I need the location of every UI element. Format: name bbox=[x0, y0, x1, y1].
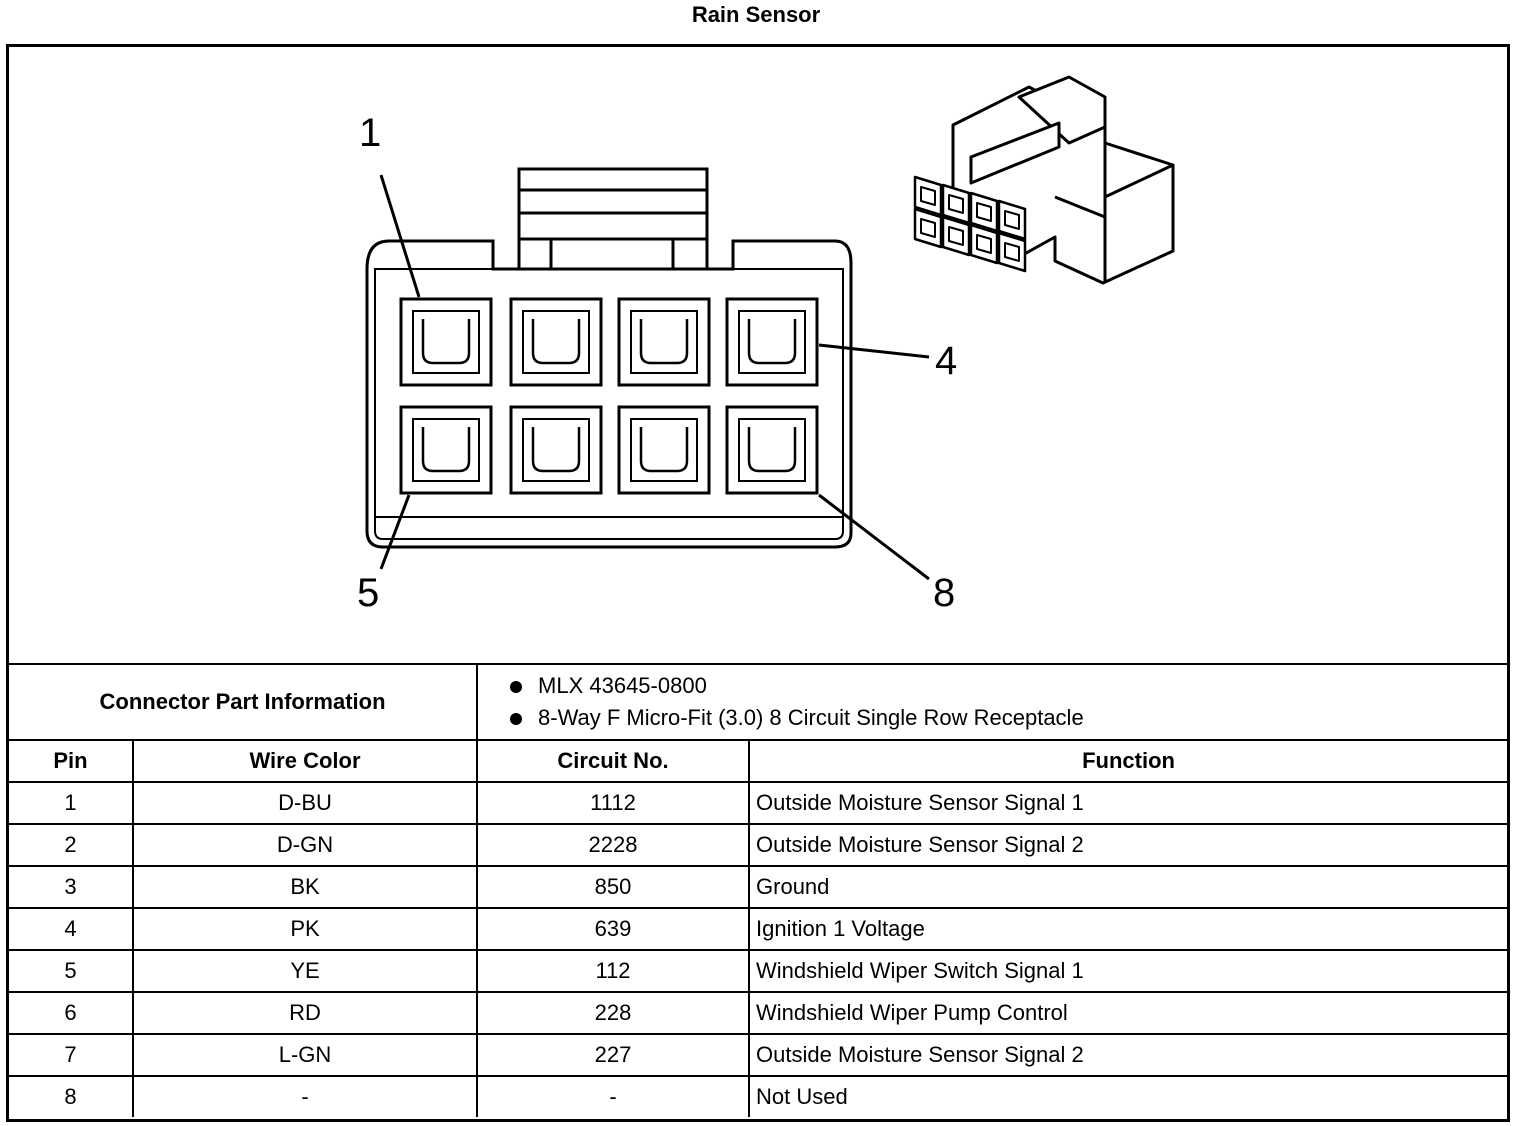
wire-color-cell: D-BU bbox=[131, 781, 479, 825]
pin-cell: 5 bbox=[9, 949, 134, 993]
connector-info-label: Connector Part Information bbox=[9, 663, 479, 741]
function-cell: Outside Moisture Sensor Signal 1 bbox=[748, 781, 1508, 825]
table-row: 8--Not Used bbox=[9, 1075, 1508, 1117]
function-cell: Not Used bbox=[748, 1075, 1508, 1117]
pin-cell: 7 bbox=[9, 1033, 134, 1077]
circuit-cell: 1112 bbox=[476, 781, 751, 825]
connector-frame: 1 4 5 8 Connector Part Information MLX 4… bbox=[6, 44, 1510, 1122]
table-header-row: Pin Wire Color Circuit No. Function bbox=[9, 739, 1508, 783]
circuit-cell: 112 bbox=[476, 949, 751, 993]
pin-cavity-7 bbox=[617, 405, 711, 495]
function-cell: Outside Moisture Sensor Signal 2 bbox=[748, 1033, 1508, 1077]
header-function: Function bbox=[748, 739, 1508, 783]
pin-cavity-3 bbox=[617, 297, 711, 387]
pin-label-8: 8 bbox=[933, 571, 956, 615]
connector-part-number: MLX 43645-0800 bbox=[504, 670, 1501, 702]
circuit-cell: 228 bbox=[476, 991, 751, 1035]
pin-cavity-2 bbox=[509, 297, 603, 387]
connector-latch bbox=[517, 167, 709, 271]
page-title: Rain Sensor bbox=[691, 2, 821, 27]
pin-cavity-6 bbox=[509, 405, 603, 495]
pin-cavities bbox=[399, 297, 819, 495]
pin-cell: 2 bbox=[9, 823, 134, 867]
wire-color-cell: D-GN bbox=[131, 823, 479, 867]
pin-cavity-1 bbox=[399, 297, 493, 387]
circuit-cell: 227 bbox=[476, 1033, 751, 1077]
wire-color-cell: YE bbox=[131, 949, 479, 993]
circuit-cell: 850 bbox=[476, 865, 751, 909]
function-cell: Windshield Wiper Switch Signal 1 bbox=[748, 949, 1508, 993]
wire-color-cell: PK bbox=[131, 907, 479, 951]
pin-label-4: 4 bbox=[935, 339, 958, 383]
pin-cavity-5 bbox=[399, 405, 493, 495]
wire-color-cell: - bbox=[131, 1075, 479, 1117]
connector-info-items: MLX 43645-0800 8-Way F Micro-Fit (3.0) 8… bbox=[476, 663, 1508, 741]
pin-cell: 6 bbox=[9, 991, 134, 1035]
wire-color-cell: BK bbox=[131, 865, 479, 909]
wire-color-cell: RD bbox=[131, 991, 479, 1035]
wire-color-cell: L-GN bbox=[131, 1033, 479, 1077]
pin-cavity-4 bbox=[725, 297, 819, 387]
connector-diagram: 1 4 5 8 bbox=[9, 47, 1507, 663]
header-circuit-no: Circuit No. bbox=[476, 739, 751, 783]
function-cell: Outside Moisture Sensor Signal 2 bbox=[748, 823, 1508, 867]
function-cell: Ignition 1 Voltage bbox=[748, 907, 1508, 951]
circuit-cell: - bbox=[476, 1075, 751, 1117]
pin-label-1: 1 bbox=[359, 111, 382, 155]
pin-cell: 8 bbox=[9, 1075, 134, 1117]
pin-cavity-8 bbox=[725, 405, 819, 495]
pin-table: Connector Part Information MLX 43645-080… bbox=[9, 663, 1508, 1117]
function-cell: Windshield Wiper Pump Control bbox=[748, 991, 1508, 1035]
connector-3d-view bbox=[913, 75, 1175, 285]
pin-cell: 1 bbox=[9, 781, 134, 825]
connector-face-drawing bbox=[365, 75, 1175, 581]
connector-housing bbox=[365, 239, 853, 549]
circuit-cell: 639 bbox=[476, 907, 751, 951]
pin-leader-lines bbox=[379, 174, 930, 581]
header-wire-color: Wire Color bbox=[131, 739, 479, 783]
pin-label-5: 5 bbox=[357, 571, 380, 615]
connector-info-row: Connector Part Information MLX 43645-080… bbox=[9, 663, 1508, 741]
circuit-cell: 2228 bbox=[476, 823, 751, 867]
pin-cell: 4 bbox=[9, 907, 134, 951]
header-pin: Pin bbox=[9, 739, 134, 783]
function-cell: Ground bbox=[748, 865, 1508, 909]
connector-description: 8-Way F Micro-Fit (3.0) 8 Circuit Single… bbox=[504, 702, 1501, 734]
pin-cell: 3 bbox=[9, 865, 134, 909]
